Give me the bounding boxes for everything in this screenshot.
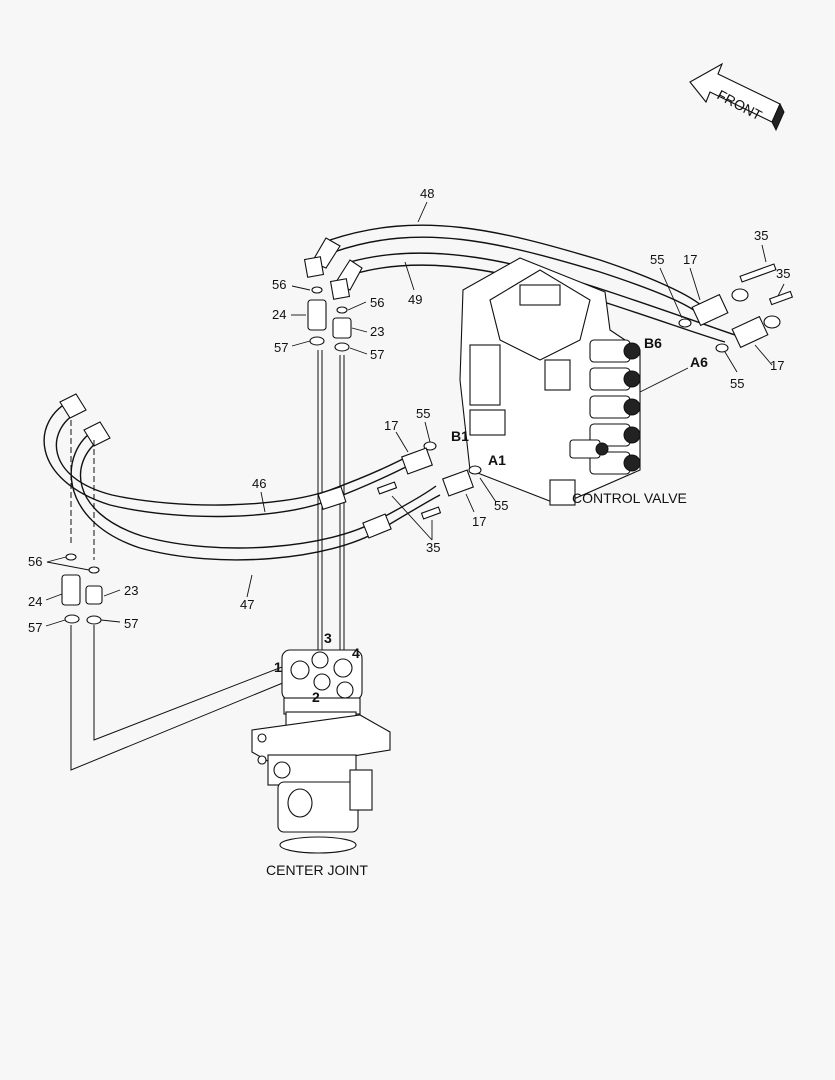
label-57-d: 57	[124, 616, 138, 631]
hose-46	[43, 399, 421, 518]
cj-port-4: 4	[352, 645, 360, 661]
label-23-b: 23	[124, 583, 138, 598]
label-56-a: 56	[272, 277, 286, 292]
label-47: 47	[240, 597, 254, 612]
label-46: 46	[252, 476, 266, 491]
label-35-b: 35	[776, 266, 790, 281]
left-tubes	[61, 420, 301, 771]
cj-port-1: 1	[274, 659, 282, 675]
valve-upper-fittings	[678, 263, 794, 353]
label-23-a: 23	[370, 324, 384, 339]
label-57-c: 57	[28, 620, 42, 635]
hose-47	[70, 429, 441, 561]
hose-48	[303, 224, 706, 316]
label-56-c: 56	[28, 554, 42, 569]
spool-caps	[569, 339, 641, 475]
label-55-a: 55	[650, 252, 664, 267]
control-valve-label: CONTROL VALVE	[572, 490, 687, 506]
label-57-b: 57	[370, 347, 384, 362]
center-joint	[251, 649, 391, 854]
label-17-b: 17	[770, 358, 784, 373]
label-57-a: 57	[274, 340, 288, 355]
label-35-c: 35	[426, 540, 440, 555]
cj-port-3: 3	[324, 630, 332, 646]
label-24-a: 24	[272, 307, 286, 322]
label-24-b: 24	[28, 594, 42, 609]
label-55-c: 55	[416, 406, 430, 421]
center-joint-label: CENTER JOINT	[266, 862, 368, 878]
fitting-24-top	[307, 286, 327, 346]
label-17-c: 17	[384, 418, 398, 433]
label-55-b: 55	[730, 376, 744, 391]
label-56-b: 56	[370, 295, 384, 310]
cj-port-2: 2	[312, 689, 320, 705]
leader-lines	[45, 201, 785, 627]
port-a1: A1	[488, 452, 506, 468]
port-b1: B1	[451, 428, 469, 444]
label-49: 49	[408, 292, 422, 307]
control-valve	[459, 257, 641, 506]
label-55-d: 55	[494, 498, 508, 513]
front-arrow: FRONT	[689, 62, 785, 132]
port-a6: A6	[690, 354, 708, 370]
valve-lower-fittings	[376, 441, 482, 520]
port-b6: B6	[644, 335, 662, 351]
label-35-a: 35	[754, 228, 768, 243]
label-48: 48	[420, 186, 434, 201]
fitting-23-top	[332, 306, 352, 352]
label-17-a: 17	[683, 252, 697, 267]
label-17-d: 17	[472, 514, 486, 529]
